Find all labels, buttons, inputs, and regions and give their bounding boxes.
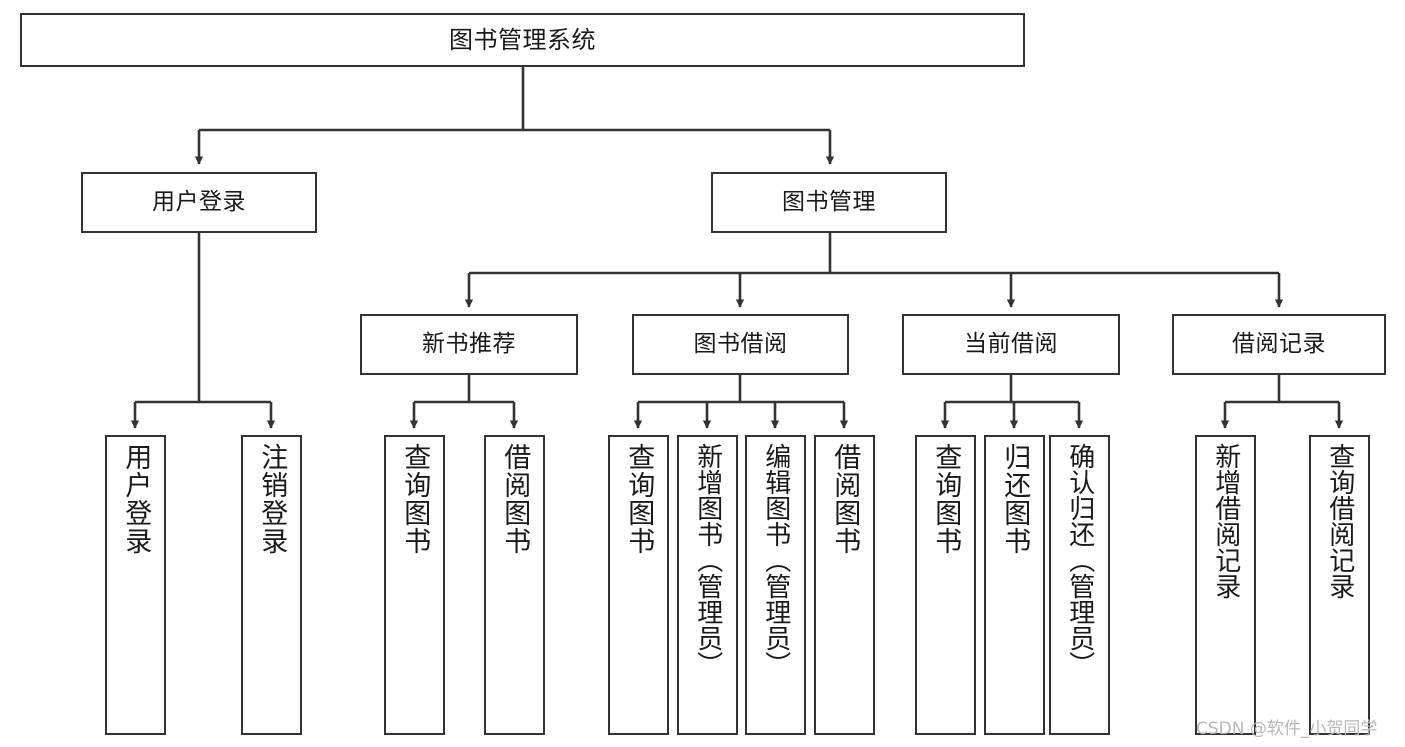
- node-borrow-record[interactable]: 借阅记录: [1172, 314, 1386, 375]
- node-label: 用户登录: [152, 188, 246, 215]
- node-new-book-recommend[interactable]: 新书推荐: [360, 314, 578, 375]
- node-leaf-add-borrow-record[interactable]: 新增借阅记录: [1195, 435, 1256, 735]
- node-label: 图书管理系统: [449, 25, 596, 54]
- node-book-management[interactable]: 图书管理: [711, 172, 947, 233]
- node-leaf-borrow-book-1[interactable]: 借阅图书: [484, 435, 545, 735]
- node-label: 当前借阅: [964, 330, 1058, 357]
- node-current-borrow[interactable]: 当前借阅: [902, 314, 1120, 375]
- node-label: 借阅图书: [829, 443, 861, 555]
- node-leaf-query-book-2[interactable]: 查询图书: [608, 435, 669, 735]
- node-leaf-add-book-admin[interactable]: 新增图书（管理员）: [677, 435, 738, 735]
- node-label: 查询图书: [930, 443, 962, 555]
- node-label: 查询图书: [399, 443, 431, 555]
- node-label: 注销登录: [256, 443, 288, 555]
- node-label: 查询借阅记录: [1324, 443, 1355, 599]
- csdn-watermark: CSDN @软件_小贺同学: [1196, 719, 1378, 739]
- node-label: 新增借阅记录: [1210, 443, 1241, 599]
- node-leaf-logout-login[interactable]: 注销登录: [241, 435, 302, 735]
- node-root-system[interactable]: 图书管理系统: [20, 13, 1025, 67]
- node-label: 用户登录: [120, 443, 152, 555]
- node-user-login[interactable]: 用户登录: [81, 172, 317, 233]
- node-leaf-edit-book-admin[interactable]: 编辑图书（管理员）: [745, 435, 806, 735]
- node-leaf-borrow-book-2[interactable]: 借阅图书: [814, 435, 875, 735]
- node-label: 新书推荐: [422, 330, 516, 357]
- node-leaf-user-login[interactable]: 用户登录: [105, 435, 166, 735]
- node-leaf-return-book[interactable]: 归还图书: [984, 435, 1045, 735]
- node-label: 借阅记录: [1232, 330, 1326, 357]
- node-label: 图书借阅: [693, 330, 788, 357]
- node-leaf-query-book-3[interactable]: 查询图书: [915, 435, 976, 735]
- node-label: 图书管理: [782, 188, 876, 215]
- node-leaf-confirm-return-admin[interactable]: 确认归还（管理员）: [1049, 435, 1110, 735]
- node-leaf-query-book-1[interactable]: 查询图书: [384, 435, 445, 735]
- node-label: 查询图书: [623, 443, 655, 555]
- node-label: 确认归还（管理员）: [1064, 443, 1095, 677]
- node-label: 编辑图书（管理员）: [760, 443, 791, 677]
- node-label: 归还图书: [999, 443, 1031, 555]
- node-label: 借阅图书: [499, 443, 531, 555]
- node-label: 新增图书（管理员）: [692, 443, 723, 677]
- node-book-borrow[interactable]: 图书借阅: [632, 314, 849, 375]
- node-leaf-query-borrow-record[interactable]: 查询借阅记录: [1309, 435, 1370, 735]
